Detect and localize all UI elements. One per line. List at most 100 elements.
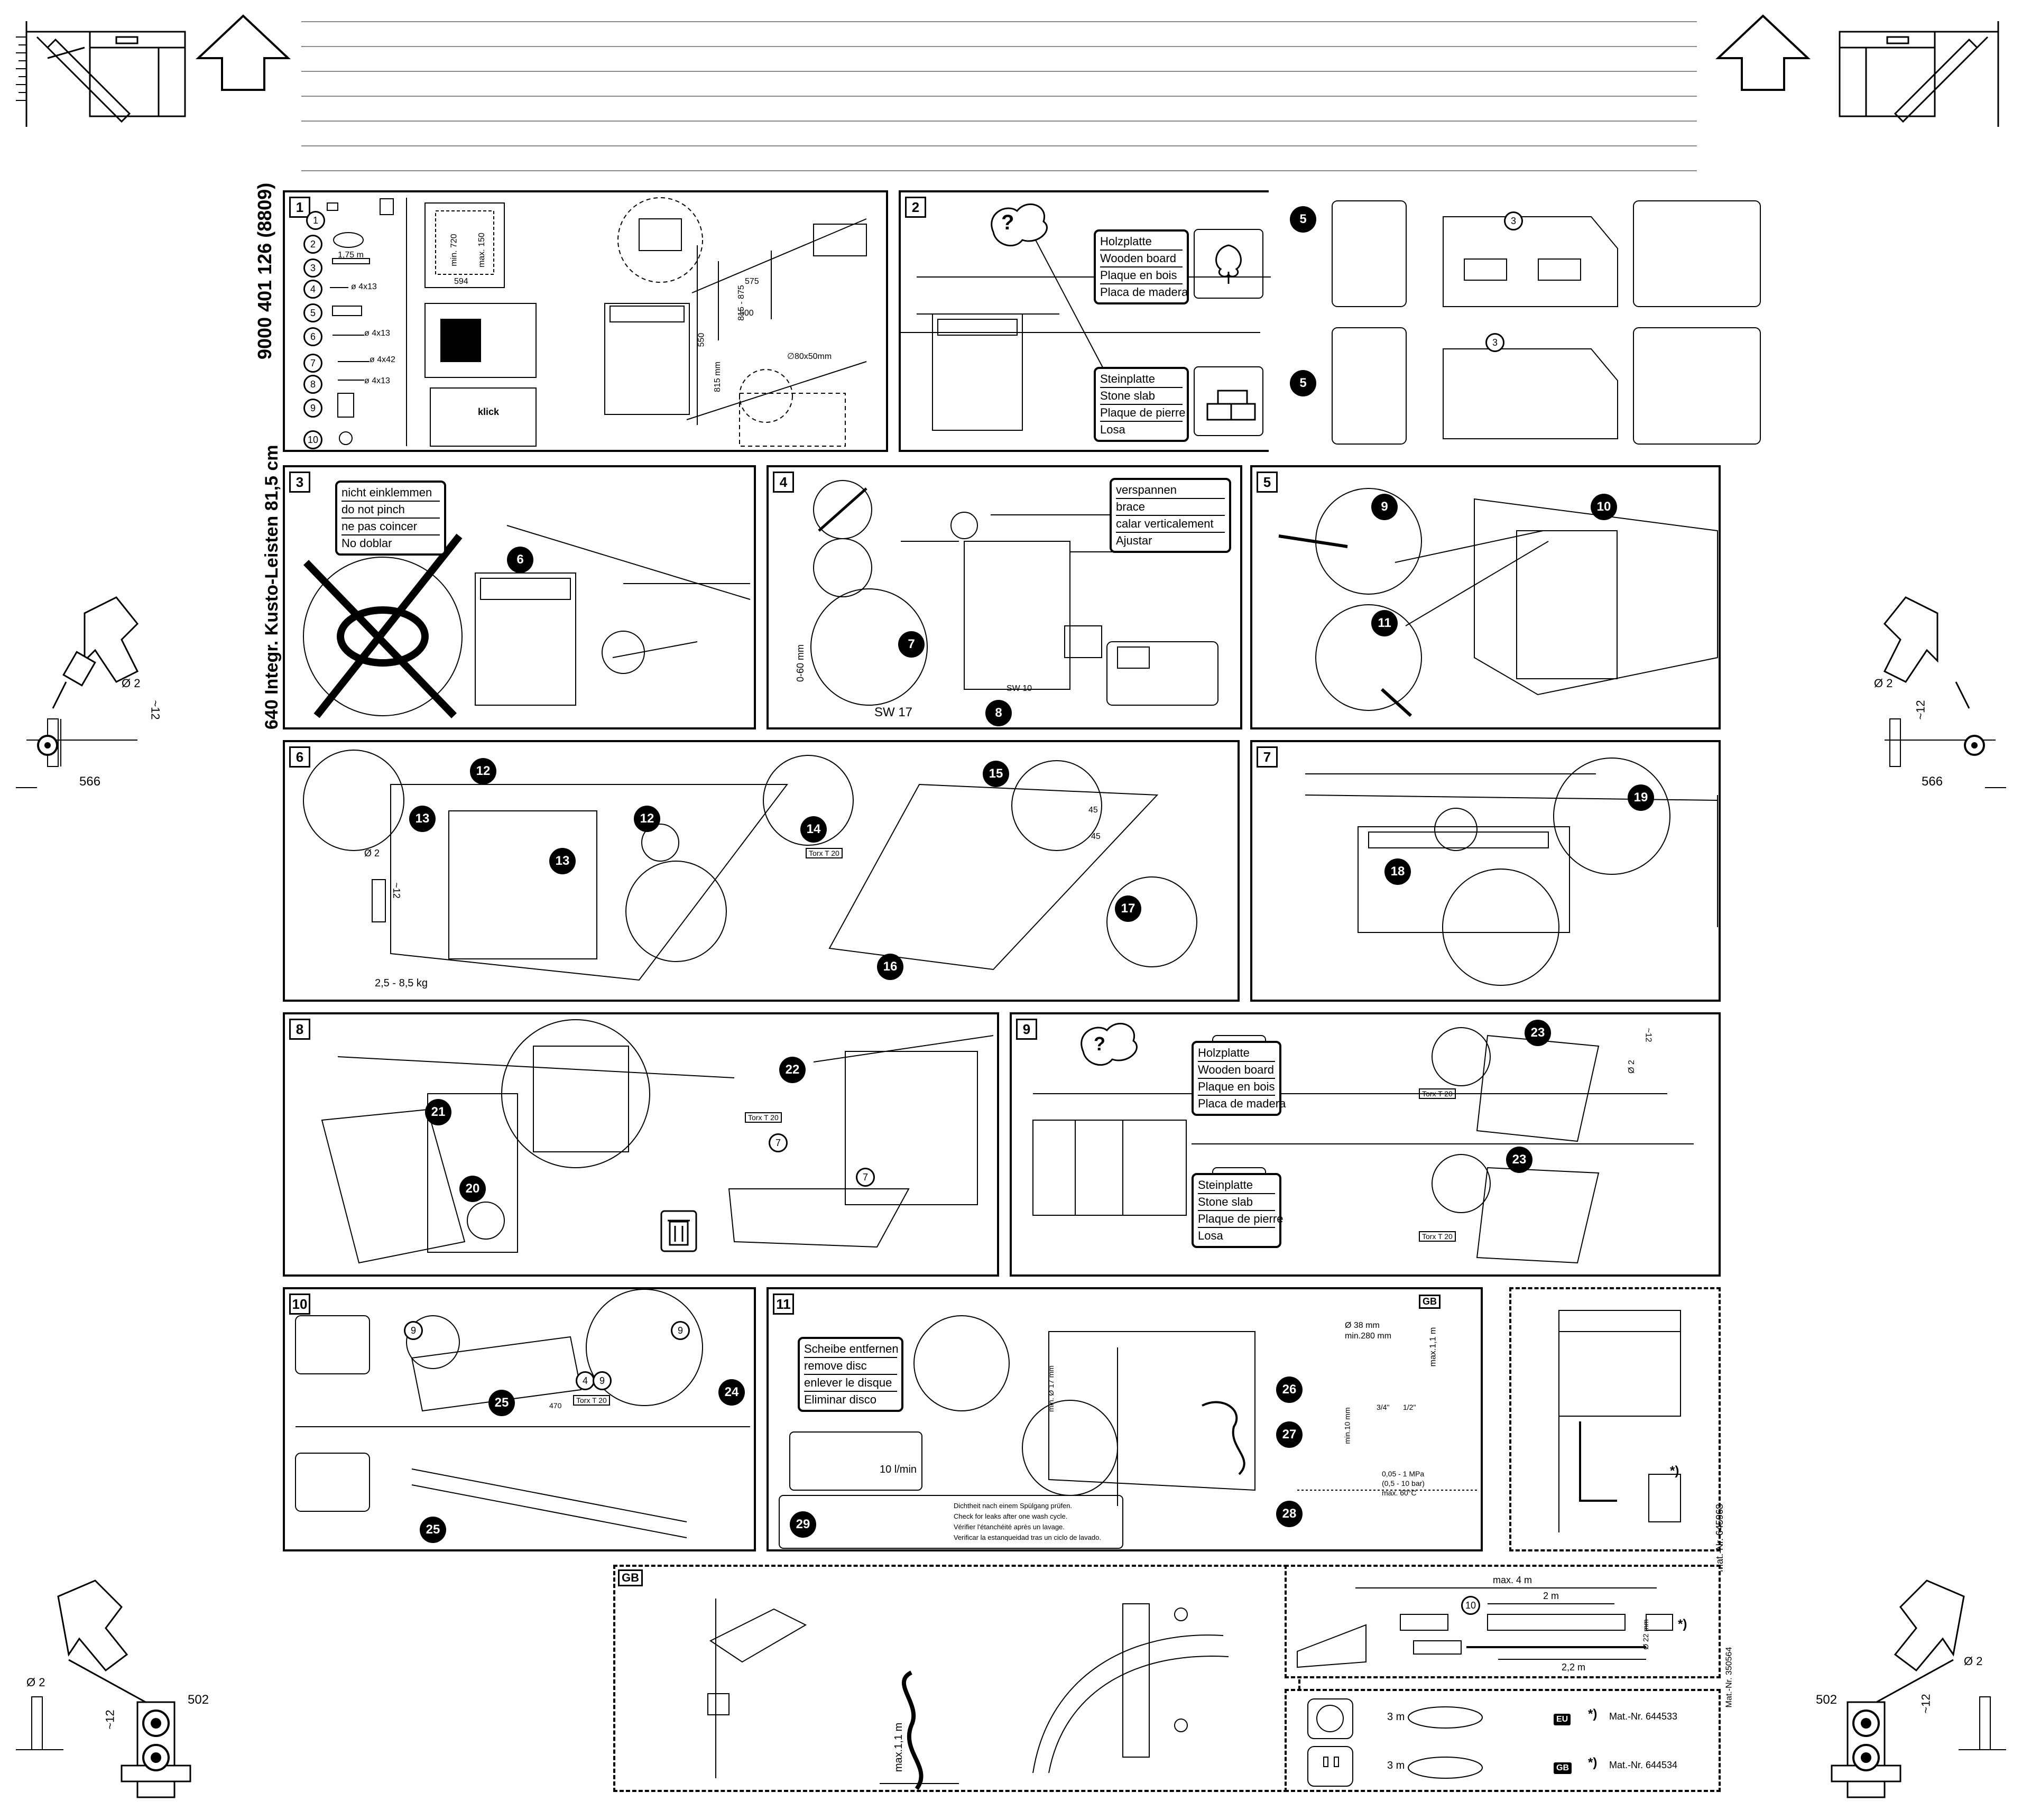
torx-label: Torx T 20 [806, 848, 843, 858]
pencil-mark-icon [16, 21, 186, 127]
part-3: 3 [303, 258, 322, 278]
leak-en: Check for leaks after one wash cycle. [954, 1512, 1068, 1520]
part-4: 4 [303, 280, 322, 299]
depth-label: ~12 [1914, 700, 1927, 720]
disc-en: remove disc [804, 1358, 897, 1375]
stone-fr: Plaque de pierre [1100, 405, 1185, 422]
top-left-up-arrow-icon [195, 13, 291, 93]
panel-9: 9 ? Holzplatte Wooden board Plaque en bo… [1010, 1012, 1721, 1277]
callout-25a: 25 [488, 1390, 515, 1416]
mat-hose-label: Mat.-Nr. 350564 [1724, 1647, 1734, 1708]
step-number: 1 [289, 197, 310, 218]
part-7b: 7 [856, 1168, 875, 1187]
callout-21: 21 [425, 1099, 451, 1125]
min280-label: min.280 mm [1345, 1332, 1392, 1341]
part-4a: 4 [576, 1371, 595, 1390]
sw10-label: SW 10 [1007, 684, 1032, 693]
stone-es: Losa [1198, 1229, 1223, 1242]
callout-11: 11 [1371, 610, 1398, 636]
part-6: 6 [303, 327, 322, 346]
part-3b: 3 [1485, 333, 1504, 352]
hose-side-panel: *) Mat.-Nr. 645968 [1509, 1287, 1725, 1572]
note-lines [301, 21, 1697, 195]
callout-23a: 23 [1525, 1020, 1551, 1046]
panel-10: 10 24 25 25 Torx T 20 470 9 9 4 9 [283, 1287, 756, 1551]
dim-470: 470 [549, 1401, 562, 1410]
m22-label: 2,2 m [1562, 1662, 1586, 1673]
max4-label: max. 4 m [1493, 1575, 1532, 1585]
pressure-mpa: 0,05 - 1 MPa [1382, 1470, 1425, 1478]
panel-1: 1 [283, 190, 888, 452]
dim-566-left: 566 [79, 774, 101, 789]
part-7a: 7 [769, 1133, 788, 1152]
pinch-es: No doblar [341, 537, 392, 550]
wood-en: Wooden board [1100, 251, 1183, 267]
mat-side-label: Mat.-Nr. 645968 [1714, 1503, 1725, 1573]
template-sketch [1278, 488, 1718, 717]
bottom-left-drill-diagram: Ø 2 ~12 502 [16, 1575, 238, 1798]
cable-panel: 3 m EU *) Mat.-Nr. 644533 3 m GB *) Mat.… [1285, 1689, 1721, 1792]
wood-es: Placa de madera [1198, 1097, 1286, 1110]
cable-gb-badge: GB [1554, 1760, 1572, 1774]
dim-575: 575 [745, 277, 759, 286]
dim-45b: 45 [1091, 832, 1101, 841]
brick-icon [1205, 385, 1258, 422]
dia-label: Ø 2 [26, 1676, 45, 1689]
cable-eu-badge: EU [1554, 1711, 1571, 1725]
tree-icon [1210, 243, 1247, 285]
callout-23b: 23 [1506, 1147, 1532, 1173]
dim-815: 815 mm [713, 362, 722, 392]
part-3a: 3 [1504, 211, 1523, 230]
panel-8: 8 20 21 22 Torx T 20 7 7 [283, 1012, 999, 1277]
wood-de: Holzplatte [1100, 234, 1183, 251]
part-9a: 9 [404, 1321, 423, 1340]
kick-plate-sketch [295, 1289, 750, 1538]
part-1: 1 [306, 211, 325, 230]
pencil-mark-icon [1839, 21, 1999, 127]
dim-502-left: 502 [188, 1693, 209, 1707]
step-number: 3 [289, 472, 310, 493]
wood-fr: Plaque en bois [1198, 1079, 1275, 1096]
part-10: 10 [303, 430, 322, 449]
panel-7: 7 18 19 [1250, 740, 1721, 1002]
wood-labels: Holzplatte Wooden board Plaque en bois P… [1094, 229, 1189, 304]
disc-fr: enlever le disque [804, 1375, 897, 1392]
brace-sketch [810, 480, 1218, 706]
max11-label: max.1,1 m [893, 1722, 905, 1772]
dim-hole: ∅80x50mm [787, 352, 832, 361]
question-mark: ? [1001, 211, 1014, 234]
part-9: 9 [303, 399, 322, 418]
callout-5b: 5 [1290, 370, 1316, 396]
panel-11: 11 Scheibe entfernen remove disc enlever… [767, 1287, 1483, 1551]
callout-15: 15 [983, 761, 1009, 787]
d38-label: Ø 38 mm [1345, 1321, 1380, 1330]
depth-label: ~12 [103, 1710, 117, 1730]
callout-7: 7 [898, 631, 925, 658]
wood-en: Wooden board [1198, 1062, 1275, 1079]
cable-gb-length: 3 m [1387, 1760, 1405, 1771]
sw17-label: SW 17 [874, 705, 913, 719]
gb-badge: GB [1554, 1762, 1572, 1774]
hose-extension-sketch [1297, 1587, 1673, 1668]
stone-labels: Steinplatte Stone slab Plaque de pierre … [1094, 367, 1189, 442]
gb-label: GB [618, 1569, 643, 1586]
cable-eu-length: 3 m [1387, 1711, 1405, 1723]
top-right-up-arrow-icon [1715, 13, 1811, 93]
part-2: 2 [303, 235, 322, 254]
callout-8: 8 [985, 700, 1012, 726]
max11-label: max.1,1 m [1428, 1327, 1438, 1367]
gb-sketch [707, 1599, 1229, 1790]
callout-12a: 12 [470, 758, 496, 784]
stone-es: Losa [1100, 423, 1125, 436]
bracket-sketches: 5 5 3 3 [1274, 190, 1771, 452]
brace-en: brace [1116, 499, 1225, 516]
waste-bin-icon [660, 1210, 697, 1252]
dim-45a: 45 [1088, 806, 1098, 815]
strip-sketch [1305, 757, 1718, 986]
leak-notes: Dichtheit nach einem Spülgang prüfen. Ch… [954, 1501, 1123, 1543]
callout-13b: 13 [549, 848, 576, 874]
step-number: 11 [773, 1294, 794, 1315]
cable-gb-star: *) [1588, 1756, 1598, 1770]
dim-150: max. 150 [477, 233, 486, 267]
step-number: 9 [1016, 1019, 1037, 1040]
